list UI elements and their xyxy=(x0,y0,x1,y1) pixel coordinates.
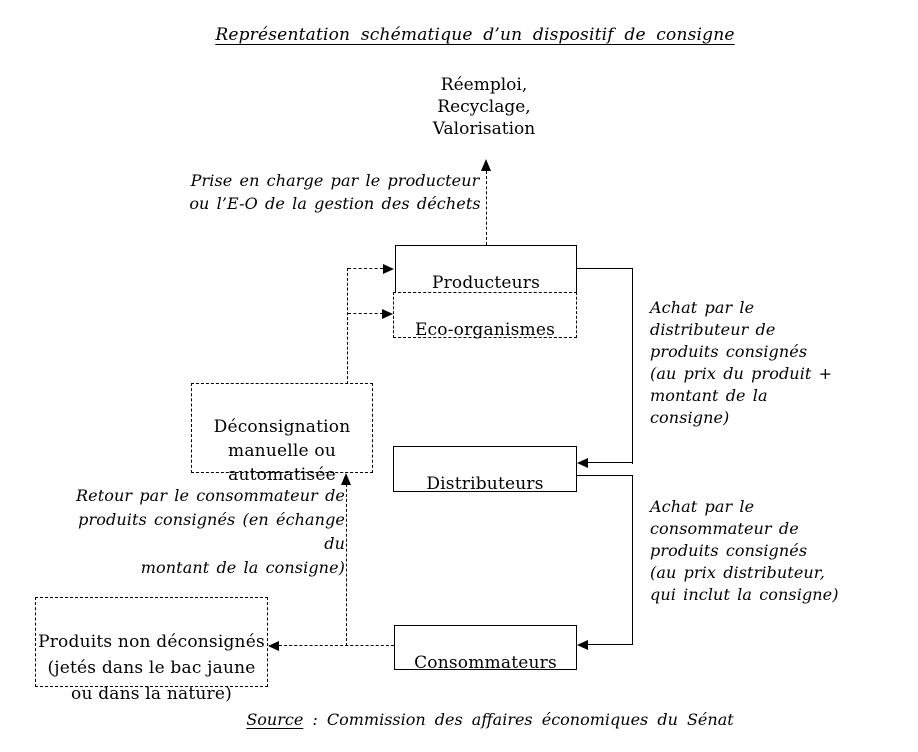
box-deconsignation-label: Déconsignation manuelle ou automatisée xyxy=(213,417,351,485)
box-distributeurs-label: Distributeurs xyxy=(426,474,544,494)
source-label: Source xyxy=(246,710,304,729)
arrowhead-left-distributeurs-icon xyxy=(577,458,588,468)
arrowhead-up-deconsignation-icon xyxy=(341,473,351,485)
annotation-achat-distributeur: Achat par le distributeur de produits co… xyxy=(650,298,833,427)
diagram-title: Représentation schématique d’un disposit… xyxy=(215,25,735,45)
box-produits-non-deconsignes: Produits non déconsignés (jetés dans le … xyxy=(35,597,268,704)
annotation-retour-consommateur: Retour par le consommateur de produits c… xyxy=(76,486,345,577)
source-text: : Commission des affaires économiques du… xyxy=(303,710,734,729)
line-into-distributeurs xyxy=(587,462,633,463)
box-eco-organismes: Eco-organismes xyxy=(393,292,577,340)
line-producteurs-distributeurs-vertical xyxy=(632,268,633,464)
box-consommateurs: Consommateurs xyxy=(394,625,577,673)
line-into-consommateurs xyxy=(588,644,633,645)
box-deconsignation: Déconsignation manuelle ou automatisée xyxy=(191,383,373,485)
line-distributeurs-right xyxy=(577,475,633,476)
dashed-line-deconsignation-up xyxy=(347,268,348,384)
recycling-outcomes-label: Réemploi, Recyclage, Valorisation xyxy=(432,75,536,139)
arrowhead-right-producteurs-icon xyxy=(383,264,394,274)
box-producteurs: Producteurs xyxy=(395,245,577,293)
arrowhead-up-recycling-icon xyxy=(481,159,491,171)
dashed-branch-to-producteurs xyxy=(348,268,383,269)
dashed-line-producteurs-to-recycling xyxy=(486,171,487,245)
line-producteurs-right xyxy=(577,268,633,269)
arrowhead-right-eco-organismes-icon xyxy=(382,309,393,319)
line-distributeurs-consommateurs-vertical xyxy=(632,475,633,645)
box-distributeurs: Distributeurs xyxy=(393,446,577,494)
box-eco-organismes-label: Eco-organismes xyxy=(414,320,556,340)
arrowhead-left-produits-icon xyxy=(268,641,279,651)
source-credit: Source : Commission des affaires économi… xyxy=(75,710,905,729)
arrowhead-left-consommateurs-icon xyxy=(577,640,588,650)
annotation-achat-consommateur: Achat par le consommateur de produits co… xyxy=(650,497,839,604)
box-consommateurs-label: Consommateurs xyxy=(414,653,557,673)
dashed-branch-to-eco-organismes xyxy=(348,313,383,314)
box-produits-non-deconsignes-label: Produits non déconsignés (jetés dans le … xyxy=(38,632,265,704)
annotation-prise-en-charge: Prise en charge par le producteur ou l’E… xyxy=(189,171,481,213)
dashed-line-consommateurs-to-produits xyxy=(279,645,394,646)
dashed-line-consommateurs-to-deconsignation xyxy=(346,484,347,646)
box-producteurs-label: Producteurs xyxy=(431,273,541,293)
